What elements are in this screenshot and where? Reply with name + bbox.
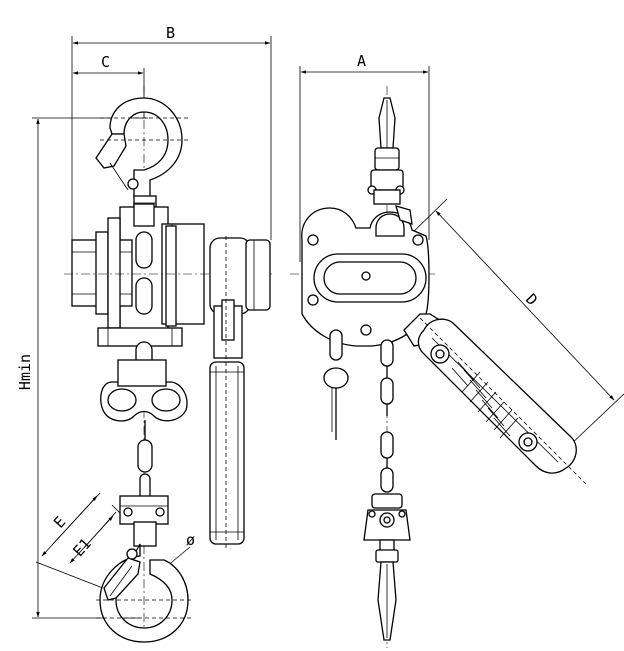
front-hand-chain [323, 329, 349, 440]
front-top-hook [367, 97, 405, 205]
dimension-b: B [71, 24, 272, 258]
chain-guide [100, 359, 188, 422]
label-d: D [522, 290, 541, 309]
label-a: A [357, 52, 366, 70]
dimension-hmin: Hmin [16, 117, 148, 619]
label-phi: ø [186, 531, 195, 549]
front-load-chain [380, 339, 394, 493]
front-view [290, 86, 587, 648]
dimension-e1: E1 [69, 511, 117, 564]
label-c: C [101, 53, 110, 71]
hoist-body [64, 203, 272, 347]
top-hook [95, 97, 190, 211]
label-e1: E1 [69, 535, 94, 560]
side-lever [209, 236, 271, 548]
bottom-hook [96, 495, 192, 643]
label-b: B [166, 24, 175, 42]
dimension-a: A [299, 52, 430, 262]
front-bottom-hook [363, 493, 411, 641]
front-body [301, 205, 430, 347]
side-view [64, 86, 272, 643]
side-chain-lower [137, 420, 153, 505]
front-lever [403, 313, 587, 485]
label-hmin: Hmin [16, 354, 34, 390]
